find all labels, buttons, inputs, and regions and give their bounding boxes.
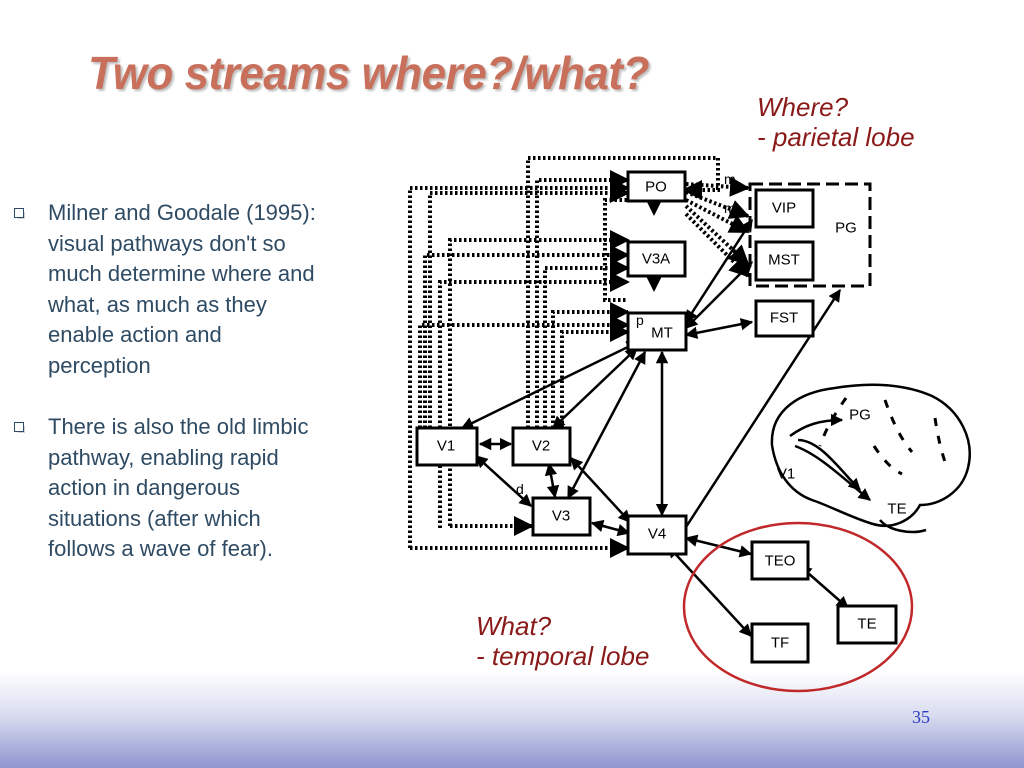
pg-region-label: PG xyxy=(835,220,857,237)
node-v1-label: V1 xyxy=(437,438,455,455)
dotted-link xyxy=(685,198,750,234)
node-fst: FST xyxy=(754,299,815,338)
what-answer: - temporal lobe xyxy=(476,641,650,671)
checkbox-bullet-icon xyxy=(14,208,25,219)
node-po-label: PO xyxy=(645,179,667,196)
node-vip: VIP xyxy=(754,188,815,229)
node-teo-label: TEO xyxy=(765,553,796,570)
tag-p: p xyxy=(636,312,644,328)
what-question: What? xyxy=(476,611,552,641)
tag-m-1: m xyxy=(724,171,736,187)
dotted-link xyxy=(428,183,630,428)
dotted-link xyxy=(438,272,630,528)
dotted-link xyxy=(418,315,630,428)
link-mt-mst xyxy=(685,261,753,329)
brain-sulcus xyxy=(818,397,848,447)
brain-pathway xyxy=(789,413,844,438)
link-mt-fst xyxy=(684,318,754,339)
dotted-link xyxy=(685,176,750,197)
link-v2-v3 xyxy=(544,462,560,499)
node-po: PO xyxy=(626,170,687,203)
bullet-item: Milner and Goodale (1995): visual pathwa… xyxy=(12,198,324,381)
bullet-item: There is also the old limbic pathway, en… xyxy=(12,412,324,565)
node-v3: V3 xyxy=(531,496,592,537)
node-v3a-label: V3A xyxy=(642,251,670,268)
brain-illustration: PG V1 TE xyxy=(770,383,971,534)
node-mt: MT xyxy=(626,311,688,352)
pg-region xyxy=(748,182,872,288)
tag-d: d xyxy=(516,481,524,497)
slide-title: Two streams where?/what? xyxy=(88,48,649,100)
dotted-link xyxy=(684,204,750,266)
brain-sulcus xyxy=(883,399,914,453)
link-v3-mt xyxy=(566,350,647,500)
dotted-connections xyxy=(408,156,750,558)
dotted-link xyxy=(603,198,627,302)
brain-label-v1: V1 xyxy=(777,466,795,483)
node-mst: MST xyxy=(754,240,815,282)
node-v2: V2 xyxy=(511,426,572,467)
node-teo: TEO xyxy=(750,540,810,581)
dotted-link xyxy=(684,212,750,278)
where-label: Where? - parietal lobe xyxy=(757,92,915,152)
node-v4: V4 xyxy=(626,514,688,556)
node-v4-label: V4 xyxy=(648,526,666,543)
where-answer: - parietal lobe xyxy=(757,122,915,152)
brain-outline-lower xyxy=(879,519,927,534)
brain-label-pg: PG xyxy=(849,407,871,424)
brain-sulcus xyxy=(872,445,903,476)
node-v2-label: V2 xyxy=(532,438,550,455)
checkbox-bullet-icon xyxy=(14,422,25,433)
link-v2-v4 xyxy=(570,457,631,523)
link-v4-tf xyxy=(667,545,752,637)
dotted-link xyxy=(685,190,750,219)
dotted-link xyxy=(535,170,630,428)
brain-outline xyxy=(770,383,971,527)
link-v3-v4 xyxy=(590,519,631,537)
dotted-link xyxy=(526,156,720,428)
brain-pathway xyxy=(797,438,861,491)
dotted-link xyxy=(551,302,630,428)
bullet-text: There is also the old limbic pathway, en… xyxy=(48,414,309,561)
footer-gradient xyxy=(0,672,1024,768)
dotted-link xyxy=(408,178,630,548)
node-mt-label: MT xyxy=(651,325,673,342)
node-vip-label: VIP xyxy=(772,200,796,217)
node-te-label: TE xyxy=(857,616,876,633)
bullet-list: Milner and Goodale (1995): visual pathwa… xyxy=(12,198,324,596)
node-tf: TF xyxy=(750,622,810,664)
what-label: What? - temporal lobe xyxy=(476,611,649,671)
node-v3a: V3A xyxy=(626,240,687,278)
link-v2-mt xyxy=(552,347,638,429)
tag-m-2: m xyxy=(724,200,736,216)
dotted-link xyxy=(560,322,630,428)
bullet-text: Milner and Goodale (1995): visual pathwa… xyxy=(48,200,316,378)
node-tf-label: TF xyxy=(771,635,789,652)
page-number: 35 xyxy=(912,707,930,727)
dotted-link xyxy=(543,258,630,428)
temporal-highlight-ellipse xyxy=(682,521,914,693)
node-mst-label: MST xyxy=(768,252,800,269)
brain-pathway xyxy=(794,444,871,501)
node-v1: V1 xyxy=(415,426,479,467)
where-question: Where? xyxy=(757,92,849,122)
node-fst-label: FST xyxy=(770,310,798,327)
link-v1-v3 xyxy=(475,455,532,507)
node-te: TE xyxy=(836,604,898,645)
brain-sulcus xyxy=(933,417,950,471)
node-v3-label: V3 xyxy=(552,508,570,525)
brain-label-te: TE xyxy=(887,501,906,518)
